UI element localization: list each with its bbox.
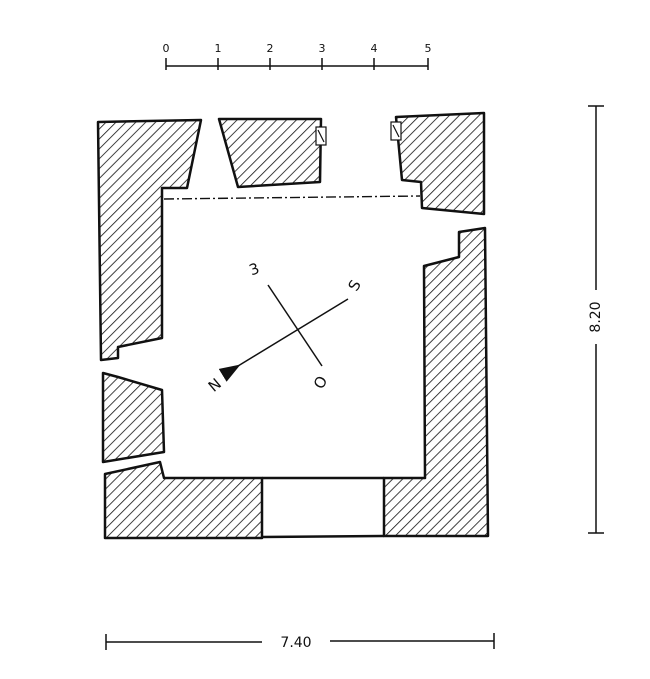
scale-tick-label: 2 [267, 42, 274, 55]
wall-bottom [103, 460, 264, 540]
compass-label-north: N [205, 375, 225, 396]
scale-bar: 0 1 2 3 4 5 [163, 42, 432, 70]
width-dimension-label: 7.40 [280, 635, 311, 651]
height-dimension-label: 8.20 [588, 301, 604, 332]
wall-right [382, 226, 490, 538]
compass-label-east: 3 [247, 259, 262, 279]
scale-tick-label: 1 [215, 42, 222, 55]
compass-axis-east-west [267, 284, 323, 367]
scale-tick-label: 3 [319, 42, 326, 55]
window-frames [315, 121, 402, 146]
bottom-opening [261, 476, 385, 539]
threshold-line [163, 195, 421, 200]
scale-tick-label: 0 [163, 42, 170, 55]
width-dimension: 7.40 [105, 633, 495, 651]
compass: 3 S N O [205, 259, 365, 395]
height-dimension: 8.20 [588, 105, 604, 534]
compass-label-west: O [310, 373, 331, 392]
scale-tick-label: 4 [371, 42, 378, 55]
wall-left-upper [96, 118, 203, 362]
wall-top-right [394, 111, 486, 216]
compass-label-south: S [344, 277, 364, 294]
wall-left-lower [101, 371, 166, 464]
compass-arrow-north [218, 298, 349, 382]
scale-tick-label: 5 [425, 42, 432, 55]
wall-top-middle [217, 117, 323, 189]
walls [96, 111, 490, 540]
